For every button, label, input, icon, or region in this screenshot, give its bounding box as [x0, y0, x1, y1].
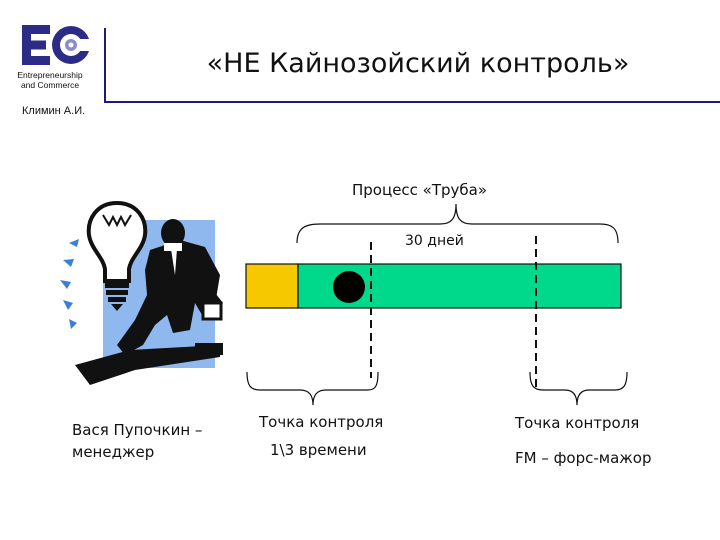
- slide-title: «НЕ Кайнозойский контроль»: [206, 48, 630, 79]
- header-divider-vertical: [104, 28, 106, 101]
- logo-caption-line1: Entrepreneurship: [17, 70, 83, 80]
- checkpoint-1-detail: 1\3 времени: [270, 441, 367, 459]
- duration-label: 30 дней: [405, 233, 464, 249]
- manager-caption-line1: Вася Пупочкин –: [72, 421, 203, 439]
- checkpoint-2-label: Точка контроля: [515, 414, 640, 432]
- pipe-start-segment: [245, 263, 299, 309]
- progress-marker: [333, 271, 365, 303]
- ec-logo-mark: [16, 22, 92, 68]
- checkpoint-2-detail: FM – форс-мажор: [515, 449, 652, 467]
- checkpoint-2-brace: [529, 371, 628, 406]
- checkpoint-1-brace: [246, 371, 379, 406]
- manager-with-lightbulb-icon: [60, 200, 223, 385]
- checkpoint-1-label: Точка контроля: [259, 413, 384, 431]
- author-name: Климин А.И.: [22, 105, 86, 117]
- logo-caption-line2: and Commerce: [20, 80, 80, 90]
- logo: Entrepreneurship and Commerce: [8, 18, 100, 98]
- manager-caption-line2: менеджер: [72, 443, 155, 461]
- logo-caption: Entrepreneurship and Commerce: [8, 70, 92, 90]
- process-label: Процесс «Труба»: [352, 181, 488, 199]
- process-brace: [296, 203, 619, 244]
- header-divider-horizontal: [104, 101, 720, 103]
